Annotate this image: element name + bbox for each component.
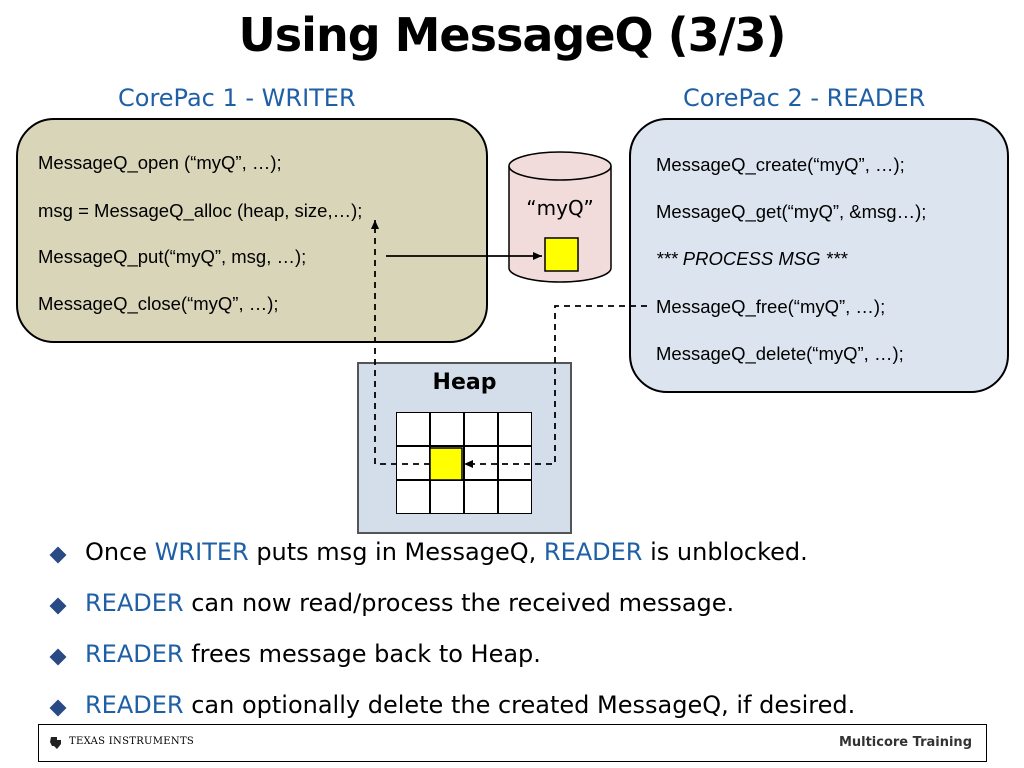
writer-line-open: MessageQ_open (“myQ”, …); bbox=[38, 152, 282, 173]
heap-cell bbox=[464, 412, 498, 446]
heap-cell bbox=[464, 446, 498, 480]
diamond-bullet-icon bbox=[49, 597, 67, 615]
queued-message-block bbox=[544, 237, 579, 272]
reader-code-box: MessageQ_create(“myQ”, …); MessageQ_get(… bbox=[629, 118, 1009, 393]
diamond-bullet-icon bbox=[49, 546, 67, 564]
heap-box: Heap bbox=[357, 362, 572, 534]
heap-cell bbox=[396, 480, 430, 514]
texas-instruments-logo-icon bbox=[50, 737, 61, 749]
writer-line-put: MessageQ_put(“myQ”, msg, …); bbox=[38, 246, 307, 267]
queue-label: “myQ” bbox=[526, 196, 594, 220]
heap-cell bbox=[430, 412, 464, 446]
heap-cell bbox=[396, 412, 430, 446]
writer-code-box: MessageQ_open (“myQ”, …); msg = MessageQ… bbox=[16, 118, 488, 343]
writer-line-close: MessageQ_close(“myQ”, …); bbox=[38, 293, 279, 314]
heap-cell bbox=[498, 480, 532, 514]
company-name: TEXAS INSTRUMENTS bbox=[69, 736, 195, 747]
heap-cell bbox=[498, 446, 532, 480]
footer-bar: TEXAS INSTRUMENTS Multicore Training bbox=[38, 724, 987, 762]
reader-line-process: *** PROCESS MSG *** bbox=[656, 248, 848, 269]
diamond-bullet-icon bbox=[49, 699, 67, 717]
reader-heading: CorePac 2 - READER bbox=[683, 84, 926, 112]
heap-cell bbox=[464, 480, 498, 514]
reader-line-free: MessageQ_free(“myQ”, …); bbox=[656, 296, 886, 317]
writer-heading: CorePac 1 - WRITER bbox=[118, 84, 356, 112]
writer-line-alloc: msg = MessageQ_alloc (heap, size,…); bbox=[38, 200, 363, 221]
diamond-bullet-icon bbox=[49, 648, 67, 666]
reader-line-delete: MessageQ_delete(“myQ”, …); bbox=[656, 343, 904, 364]
heap-label: Heap bbox=[432, 370, 497, 395]
heap-cell bbox=[430, 480, 464, 514]
heap-cell bbox=[498, 412, 532, 446]
slide-title: Using MessageQ (3/3) bbox=[238, 8, 786, 62]
heap-cell bbox=[430, 446, 464, 480]
footer-course-title: Multicore Training bbox=[838, 735, 972, 750]
heap-cell bbox=[396, 446, 430, 480]
reader-line-create: MessageQ_create(“myQ”, …); bbox=[656, 154, 905, 175]
reader-line-get: MessageQ_get(“myQ”, &msg…); bbox=[656, 201, 927, 222]
